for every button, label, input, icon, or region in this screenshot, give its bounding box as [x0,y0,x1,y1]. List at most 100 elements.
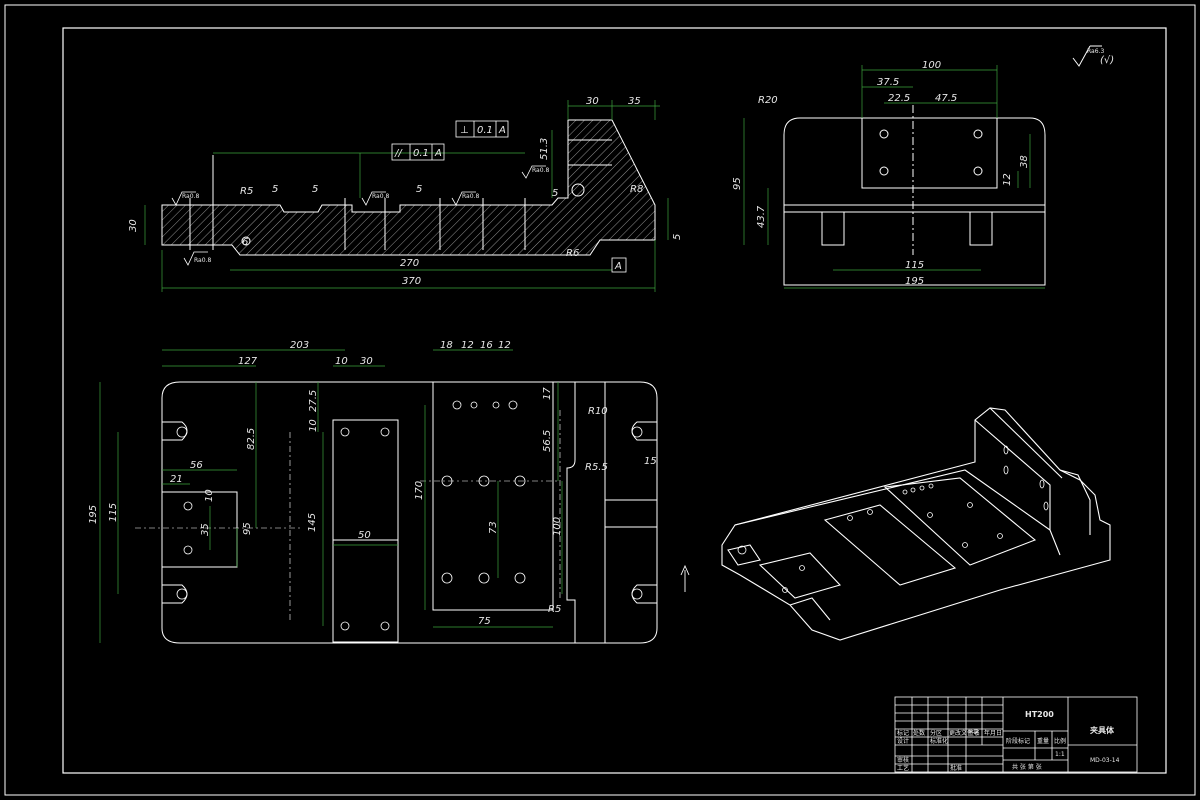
front-dim-15: 370 [402,276,421,287]
top-dim-27: 73 [488,521,499,534]
top-dim-30: 75 [478,616,491,627]
title-block [894,696,1138,773]
title-label-11: 阶段标记 [1006,737,1030,745]
front-dim-8: R5 [240,186,253,197]
title-label-5: 年月日 [984,729,1002,737]
top-dim-7: 16 [480,340,493,351]
side-dim-11: 195 [905,276,924,287]
top-arrow [680,564,690,592]
top-view [161,381,658,644]
title-label-8: 审核 [897,756,909,764]
title-drawing-no: MD-03-14 [1090,757,1120,764]
title-label-3: 更改文件号 [949,729,979,737]
front-dim-13: 5 [672,234,683,240]
top-dim-15: R5.5 [585,462,608,473]
front-dim-14: 270 [400,258,419,269]
general-roughness-value: Ra6.3 [1087,48,1104,55]
front-dim-4: 5 [552,188,558,199]
side-dim-5: R20 [758,95,778,106]
front-roughness-value-2: Ra0.8 [372,193,389,200]
inner-frame [62,27,1167,774]
front-roughness-value-1: Ra0.8 [182,193,199,200]
top-dim-10: 10 [308,419,319,432]
top-dim-3: 10 [335,356,348,367]
front-roughness-value-5: Ra0.8 [194,257,211,264]
top-dim-26: 50 [358,530,371,541]
side-dim-4: 47.5 [935,93,957,104]
top-view-holes [176,400,643,631]
top-dim-22: 35 [200,523,211,536]
side-dim-8: 38 [1019,155,1030,168]
top-dim-12: 17 [542,387,553,400]
tol-para-symbol: // [394,148,403,159]
side-dim-9: 12 [1002,173,1013,186]
title-label-7: 标准化 [930,737,948,745]
top-dim-18: 21 [170,474,183,485]
title-label-6: 设计 [897,737,909,745]
title-sheet: 共 张 第 张 [1012,763,1042,771]
front-dim-5: 5 [272,184,278,195]
front-dim-2: 35 [628,96,641,107]
top-dim-1: 203 [290,340,309,351]
top-dim-20: 195 [88,505,99,524]
title-label-2: 分区 [930,729,942,737]
title-part-name: 夹具体 [1090,725,1115,735]
top-dimensions [99,349,563,643]
isometric-holes [737,445,1049,593]
front-dim-10: R6 [566,248,579,259]
top-dim-14: 56.5 [542,430,553,452]
top-dim-21: 115 [108,503,119,522]
front-section-view [161,119,656,256]
top-dim-25: 170 [414,481,425,500]
side-dim-2: 37.5 [877,77,899,88]
top-dim-11: 82.5 [246,428,257,450]
front-dim-9: R8 [630,184,643,195]
front-dim-1: 30 [586,96,599,107]
title-label-10: 批准 [950,764,962,772]
side-dim-10: 115 [905,260,924,271]
front-dim-7: 5 [416,184,422,195]
side-dim-1: 100 [922,60,941,71]
side-dim-6: 95 [732,177,743,190]
tol-perp-value: 0.1 [477,125,493,136]
datum-label-a: A [614,261,622,272]
top-dim-16: 15 [644,456,657,467]
top-dim-29: R5 [548,604,561,615]
front-roughness-value-3: Ra0.8 [462,193,479,200]
side-dim-7: 43.7 [756,205,767,228]
title-label-4: 签名 [968,729,980,737]
top-dim-8: 12 [498,340,511,351]
top-dim-2: 127 [238,356,258,367]
tol-para-value: 0.1 [413,148,429,159]
front-dim-6: 5 [312,184,318,195]
top-view-centerlines [135,410,561,620]
isometric-view [721,407,1111,641]
top-dim-6: 12 [461,340,474,351]
front-dim-3: 51.3 [539,138,550,160]
top-dim-17: 56 [190,460,203,471]
title-scale: 1:1 [1055,751,1065,758]
front-dimensions [144,100,669,292]
top-dim-19: 10 [204,489,215,502]
title-label-12: 重量 [1037,737,1049,745]
top-dim-13: R10 [588,406,608,417]
top-dim-23: 95 [242,522,253,535]
side-dimensions [743,65,1045,289]
front-dim-11: 6 [242,237,248,248]
tol-perp-symbol: ⊥ [460,125,469,136]
title-material: HT200 [1025,710,1054,719]
title-label-13: 比例 [1054,737,1066,745]
top-dim-5: 18 [440,340,453,351]
title-label-9: 工艺 [897,764,909,772]
front-tolerance-frames [391,120,627,273]
top-dim-24: 145 [307,513,318,532]
title-label-1: 处数 [913,729,925,737]
tol-para-datum: A [434,148,442,159]
top-dim-9: 27.5 [308,390,319,412]
general-roughness-paren: (√) [1100,55,1114,66]
general-roughness-symbol: Ra6.3 (√) [1072,45,1114,67]
top-dim-4: 30 [360,356,373,367]
top-dim-28: 100 [552,517,563,536]
tol-perp-datum: A [498,125,506,136]
